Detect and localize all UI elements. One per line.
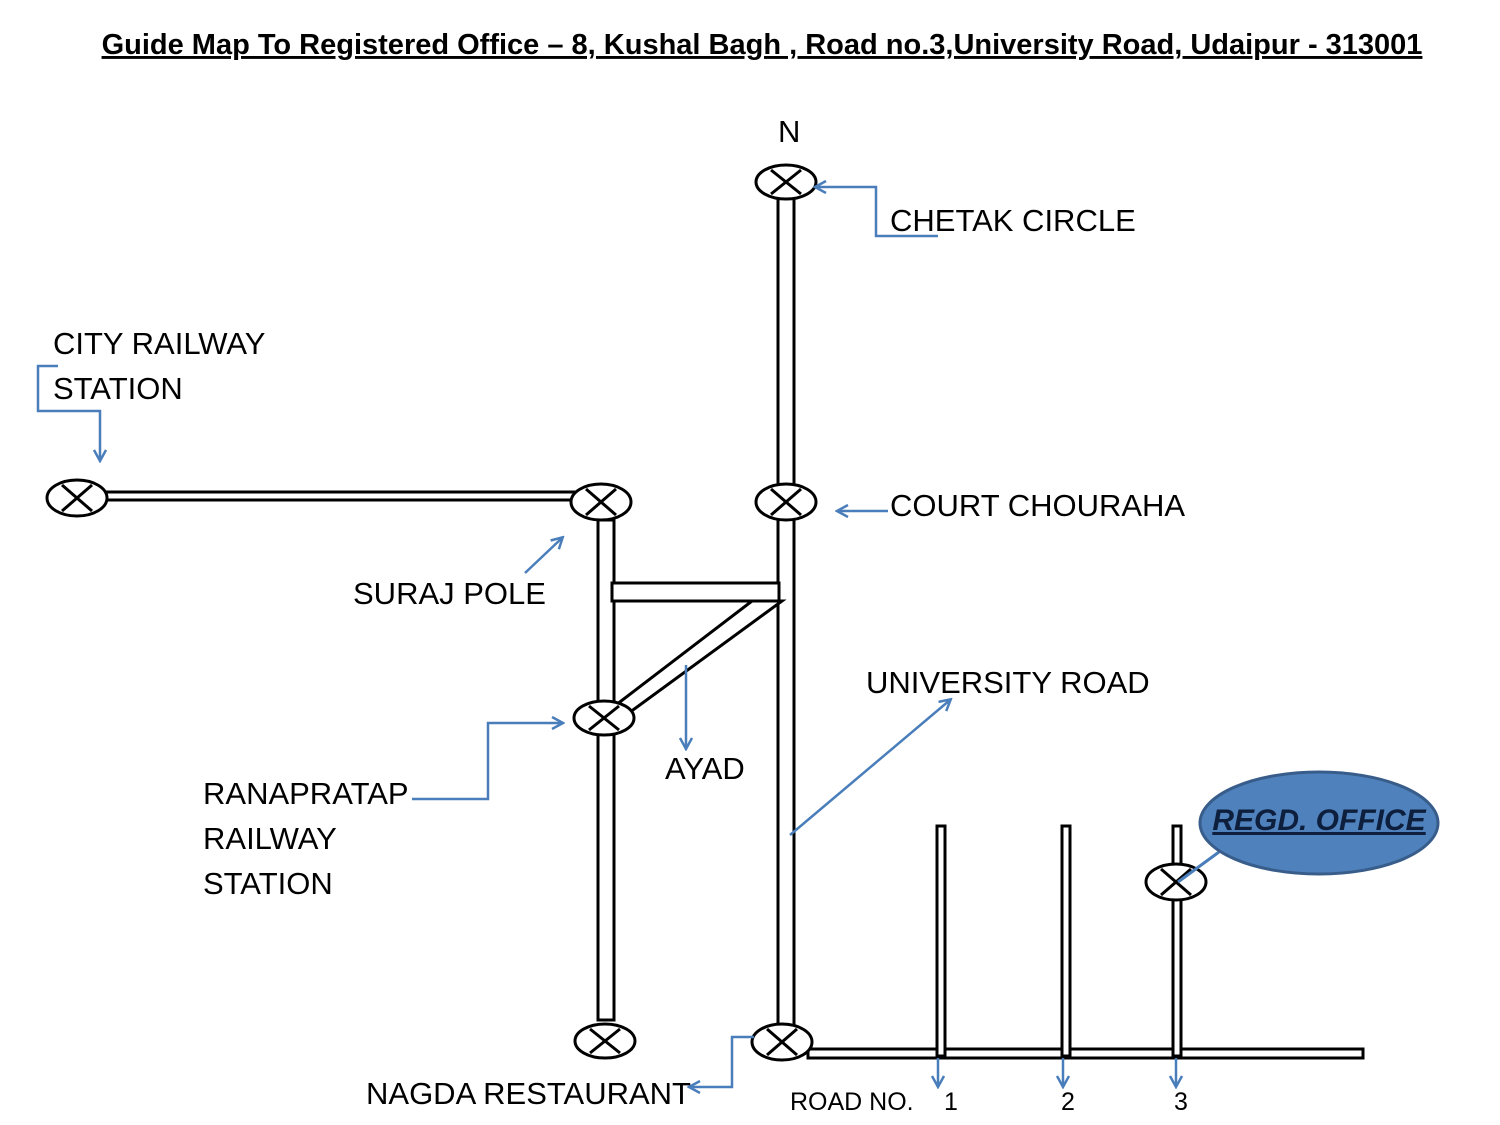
pointers [36,187,1176,1087]
label-suraj-pole: SURAJ POLE [353,576,546,611]
road-university-north [776,196,796,1030]
label-road-no: ROAD NO. [790,1088,914,1116]
junction-icon [750,1022,814,1062]
label-city-railway-line1: CITY RAILWAY [53,326,265,361]
label-court-chouraha: COURT CHOURAHA [890,488,1185,523]
label-ranapratap-line3: STATION [203,866,333,901]
arrow-pointer-icon [524,538,562,574]
road-connector-horizontal [610,581,781,603]
road-city-railway-to-suraj-pole [98,490,577,502]
junction-icon [754,163,818,201]
label-road-2: 2 [1061,1088,1075,1116]
junction-icon [572,699,636,737]
road-southern-horizontal [806,1047,1365,1060]
regd-office-bubble [1198,770,1440,876]
arrow-pointer-icon [816,187,938,238]
label-university-road: UNIVERSITY ROAD [866,665,1150,700]
regd-office-label: REGD. OFFICE [1212,804,1426,837]
label-ranapratap-line2: RAILWAY [203,821,337,856]
junction-icon [754,482,818,522]
arrow-pointer-icon [789,700,950,836]
regd-office-leader [1177,850,1220,884]
road-no-2 [1060,824,1072,1058]
junction-icon [45,478,109,518]
arrow-pointer-icon [690,1035,754,1087]
label-city-railway-line2: STATION [53,371,183,406]
label-ayad: AYAD [665,751,745,786]
map-title: Guide Map To Registered Office – 8, Kush… [102,29,1423,61]
north-label: N [778,114,800,149]
arrow-pointer-icon [412,723,562,801]
road-ayad-diagonal [609,599,787,720]
road-no-3 [1171,824,1183,1058]
label-chetak-circle: CHETAK CIRCLE [890,203,1136,238]
regd-office-marker: REGD. OFFICE [1177,770,1440,884]
junction-icon [569,482,633,522]
label-road-3: 3 [1174,1088,1188,1116]
roads [98,196,1365,1060]
road-no-1 [935,824,947,1058]
label-road-1: 1 [944,1088,958,1116]
label-nagda-restaurant: NAGDA RESTAURANT [366,1076,691,1111]
arrow-pointer-icon [36,364,100,460]
label-ranapratap-line1: RANAPRATAP [203,776,409,811]
junction-icon [573,1022,637,1060]
